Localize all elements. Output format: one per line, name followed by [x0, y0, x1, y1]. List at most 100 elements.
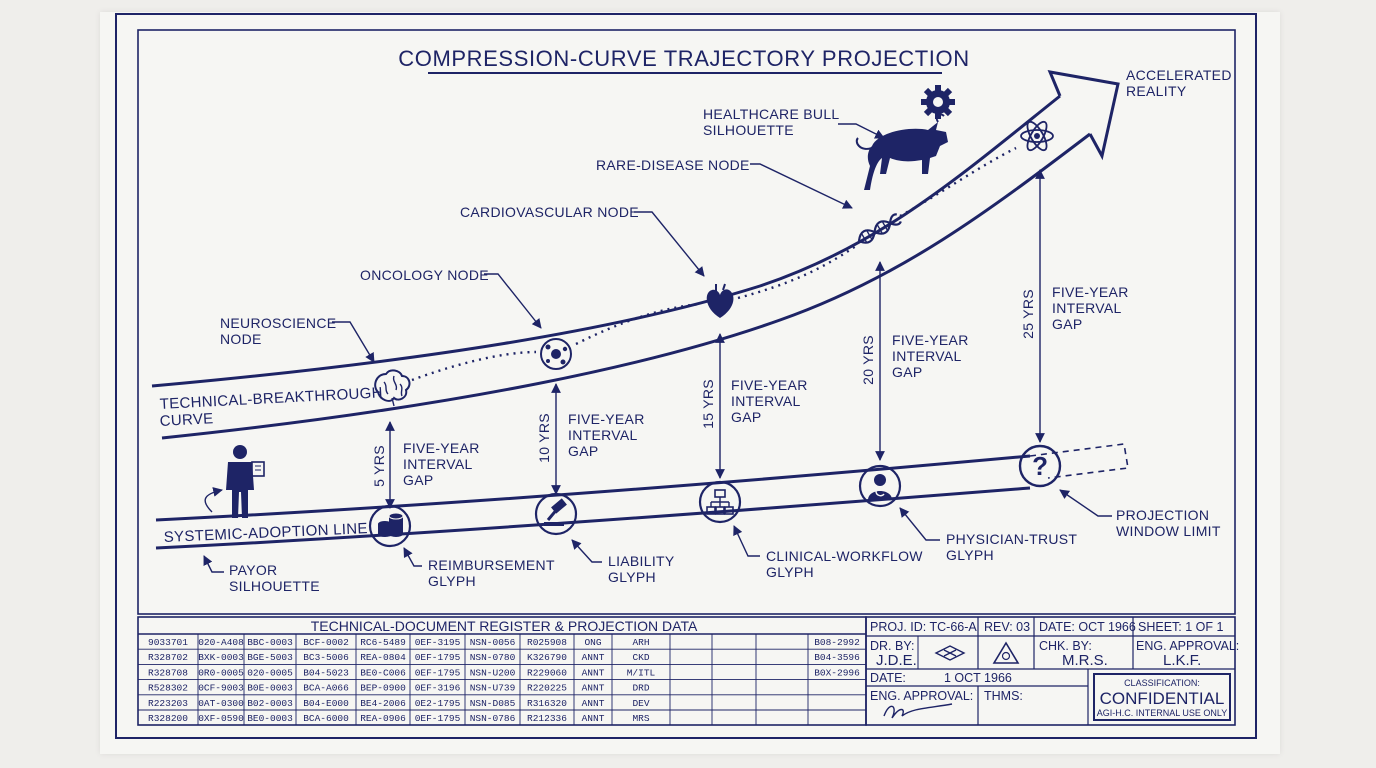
register-cell: B04-E000	[303, 698, 349, 709]
gavel-icon	[534, 492, 578, 536]
register-cell: R528302	[148, 683, 188, 694]
register-cell: BGE-5003	[247, 652, 293, 663]
technical-curve-label-2: CURVE	[159, 410, 214, 430]
register-cell: 0EF-1795	[415, 713, 461, 724]
gap-years-4: 20 YRS	[860, 335, 876, 385]
register-cell: M/ITL	[627, 667, 656, 678]
svg-text:GAP: GAP	[403, 472, 433, 488]
register-cell: BBC-0003	[247, 637, 293, 648]
register-cell: BXK-0003	[198, 652, 244, 663]
register-cell: NSN-0786	[470, 713, 516, 724]
bull-icon	[855, 113, 948, 190]
physician-leader	[899, 507, 940, 541]
payor-label-2: SILHOUETTE	[229, 578, 320, 594]
oncology-leader	[484, 273, 542, 329]
register-cell: BE4-2006	[360, 698, 406, 709]
register-cell: R212336	[527, 713, 567, 724]
svg-text:GAP: GAP	[731, 409, 761, 425]
register-cell: ANNT	[582, 683, 605, 694]
payor-leader	[204, 487, 223, 513]
register-cell: 0CF-9003	[198, 683, 244, 694]
projection-label-2: WINDOW LIMIT	[1116, 523, 1221, 539]
chk-by-label: CHK. BY:	[1039, 639, 1092, 653]
svg-text:GAP: GAP	[1052, 316, 1082, 332]
svg-text:FIVE-YEAR: FIVE-YEAR	[1052, 284, 1129, 300]
register-cell: DEV	[632, 698, 649, 709]
gap-years-5: 25 YRS	[1020, 289, 1036, 339]
register-cell: ANNT	[582, 652, 605, 663]
register-cell: NSN-0780	[470, 652, 516, 663]
date-top: DATE: OCT 1966	[1039, 620, 1136, 634]
register-cell: ANNT	[582, 713, 605, 724]
register-cell: REA-0804	[360, 652, 406, 663]
register-cell: NSN-0056	[470, 637, 516, 648]
register-cell: R328708	[148, 667, 188, 678]
svg-text:FIVE-YEAR: FIVE-YEAR	[403, 440, 480, 456]
svg-text:GAP: GAP	[892, 364, 922, 380]
bull-label-1: HEALTHCARE BULL	[703, 106, 840, 122]
brain-icon	[374, 369, 411, 407]
register-cell: ARH	[632, 637, 649, 648]
register-cell: B04-3596	[814, 652, 860, 663]
date-label: DATE:	[870, 671, 906, 685]
gap-label-3: FIVE-YEAR INTERVAL GAP	[731, 377, 807, 425]
physician-icon	[858, 464, 902, 508]
dna-icon	[857, 213, 902, 244]
svg-text:INTERVAL: INTERVAL	[568, 427, 638, 443]
date-value: 1 OCT 1966	[944, 671, 1012, 685]
gap-years-1: 5 YRS	[371, 445, 387, 487]
register-cell: DRD	[632, 683, 649, 694]
gap-years-2: 10 YRS	[536, 413, 552, 463]
atom-icon	[1020, 120, 1054, 152]
inner-border	[137, 29, 1236, 615]
register-cell: B02-0003	[247, 698, 293, 709]
eng-approval-value: L.K.F.	[1163, 652, 1201, 669]
accelerated-arrowhead	[1047, 70, 1120, 161]
liability-label-1: LIABILITY	[608, 553, 675, 569]
gap-years-3: 15 YRS	[700, 379, 716, 429]
register-cell: B0X-2996	[814, 667, 860, 678]
svg-text:INTERVAL: INTERVAL	[731, 393, 801, 409]
revision: REV: 03	[984, 620, 1030, 634]
svg-text:?: ?	[1032, 451, 1048, 481]
coins-icon	[368, 504, 412, 548]
heart-icon	[706, 283, 734, 318]
register-cell: B04-5023	[303, 667, 349, 678]
svg-text:INTERVAL: INTERVAL	[892, 348, 962, 364]
register-cell: R223203	[148, 698, 188, 709]
dr-by-value: J.D.E.	[876, 652, 917, 669]
clinical-leader	[733, 525, 760, 557]
bull-leader	[838, 123, 885, 139]
neuroscience-leader	[332, 321, 375, 363]
businessman-icon	[226, 445, 265, 518]
dr-by-label: DR. BY:	[870, 639, 914, 653]
register-cell: REA-0906	[360, 713, 406, 724]
register-cell: R328702	[148, 652, 188, 663]
register-cell: 0AT-0300	[198, 698, 244, 709]
payor-leader-2	[203, 555, 224, 573]
stamp-icon	[934, 645, 966, 661]
register-cell: NSN-D085	[470, 698, 516, 709]
projection-label-1: PROJECTION	[1116, 507, 1209, 523]
drawing-title: COMPRESSION-CURVE TRAJECTORY PROJECTION	[398, 46, 969, 71]
register-cell: BE0-0003	[247, 713, 293, 724]
clinical-label-2: GLYPH	[766, 564, 814, 580]
classification-value: CONFIDENTIAL	[1100, 689, 1225, 708]
register-table: TECHNICAL-DOCUMENT REGISTER & PROJECTION…	[137, 616, 867, 726]
register-cell: CKD	[632, 652, 649, 663]
gap-label-4: FIVE-YEAR INTERVAL GAP	[892, 332, 968, 380]
proj-id: PROJ. ID: TC-66-A	[870, 620, 977, 634]
register-cell: 0EF-3195	[415, 637, 461, 648]
signature-icon	[883, 703, 953, 719]
register-cell: 0EF-1795	[415, 652, 461, 663]
gap-label-2: FIVE-YEAR INTERVAL GAP	[568, 411, 644, 459]
register-cell: ANNT	[582, 667, 605, 678]
seal-icon	[992, 641, 1020, 664]
gap-label-1: FIVE-YEAR INTERVAL GAP	[403, 440, 480, 488]
flowchart-icon	[698, 480, 742, 524]
classification-label: CLASSIFICATION:	[1124, 678, 1200, 688]
thms-label: THMS:	[984, 689, 1023, 703]
title-block: PROJ. ID: TC-66-A REV: 03 DATE: OCT 1966…	[865, 616, 1239, 726]
payor-label-1: PAYOR	[229, 562, 277, 578]
cardiovascular-label: CARDIOVASCULAR NODE	[460, 204, 639, 220]
